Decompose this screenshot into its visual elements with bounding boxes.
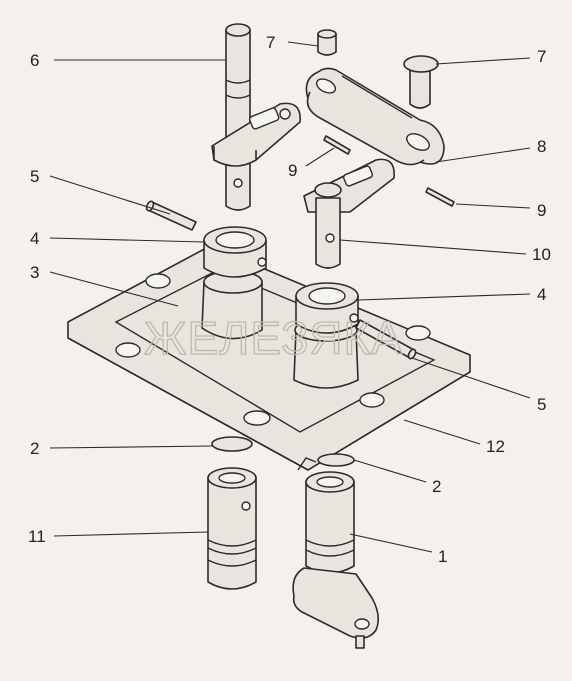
callout-12: 12 <box>486 437 505 456</box>
watermark-text: ЖЕЛЕЗЯКА <box>144 312 403 364</box>
callout-5-right: 5 <box>537 395 546 414</box>
plate-boss-left <box>201 270 263 340</box>
shaft-with-crank <box>292 471 380 649</box>
washer-right <box>317 453 355 467</box>
lever-right <box>303 158 395 269</box>
link-rod <box>305 67 445 166</box>
callout-4-right: 4 <box>537 285 546 304</box>
callout-2-left: 2 <box>30 439 39 458</box>
pin-headed <box>403 55 439 109</box>
callout-4-left: 4 <box>30 229 39 248</box>
collar-right <box>295 282 359 334</box>
roll-pin-right <box>355 319 417 360</box>
cotter-pin-upper <box>323 135 351 155</box>
shaft-with-lever <box>211 23 301 211</box>
cotter-pin-lower <box>425 187 455 207</box>
callout-7-left: 7 <box>266 33 275 52</box>
base-plate <box>67 245 471 471</box>
callout-1: 1 <box>438 547 447 566</box>
pin-small <box>317 29 337 56</box>
callout-6: 6 <box>30 51 39 70</box>
callout-3: 3 <box>30 263 39 282</box>
callout-7-right: 7 <box>537 47 546 66</box>
callout-10: 10 <box>532 245 551 264</box>
callout-8: 8 <box>537 137 546 156</box>
collar-left <box>203 226 267 278</box>
callout-9-right: 9 <box>537 201 546 220</box>
bushing <box>207 467 257 590</box>
washer-left <box>211 436 253 452</box>
roll-pin-left <box>145 200 197 231</box>
leader-lines <box>49 41 531 553</box>
callout-11: 11 <box>28 527 46 546</box>
callout-5-left: 5 <box>30 167 39 186</box>
callout-9-left: 9 <box>288 161 297 180</box>
callout-labels: 6 7 7 8 9 9 5 4 10 3 4 5 12 2 2 11 1 <box>28 33 551 566</box>
callout-2-right: 2 <box>432 477 441 496</box>
